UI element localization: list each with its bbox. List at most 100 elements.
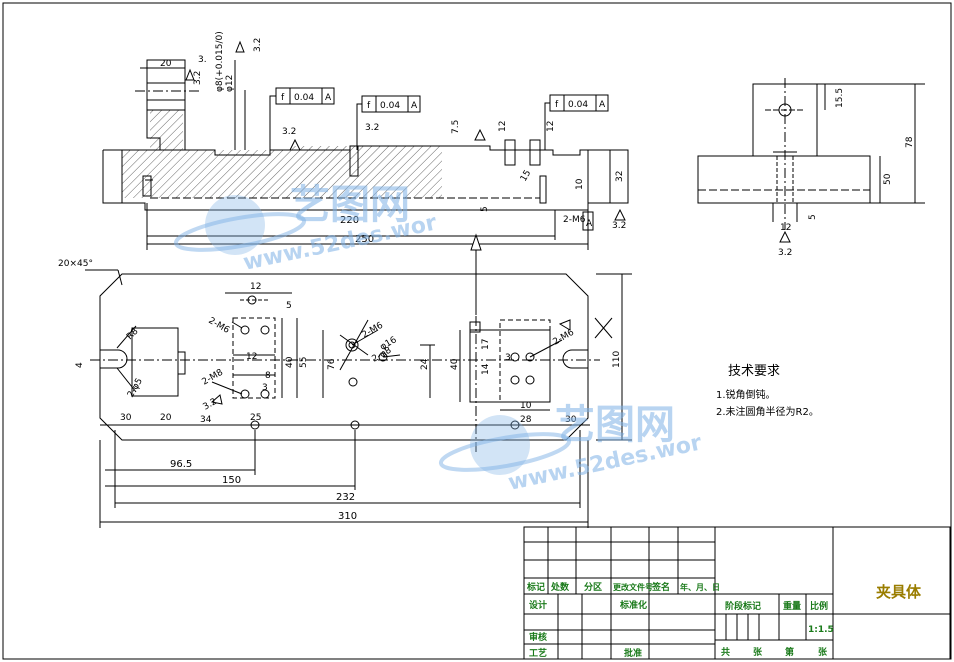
dim: 25	[250, 413, 261, 423]
dim: 12	[498, 121, 508, 132]
dim: 28	[520, 415, 532, 425]
front-view-dims: 20 3.2 3. φ8(+0.015/0) φ12 3.2 3.2 3.2 7…	[160, 31, 626, 245]
dim: 10	[520, 401, 532, 411]
dim: 5	[286, 301, 292, 311]
tol-sym: f	[555, 100, 559, 110]
drawing-name: 夹具体	[876, 583, 922, 601]
dim-310: 310	[338, 511, 357, 522]
tb-label: 分区	[584, 581, 602, 593]
tb-label: 签名	[651, 581, 670, 593]
dim: 3.2	[282, 127, 296, 137]
tb-scale: 1:1.5	[808, 625, 834, 635]
dim: 12	[780, 223, 791, 233]
dim: 30	[120, 413, 132, 423]
dim: 7.5	[451, 120, 461, 134]
dim: 20	[160, 59, 172, 69]
tb-scale-label: 比例	[810, 600, 828, 612]
tol-val: 0.04	[380, 101, 400, 111]
tb-weight: 重量	[783, 600, 801, 612]
dim: 12	[250, 282, 261, 292]
dim: 2-M6	[552, 328, 577, 348]
dim-232: 232	[336, 492, 355, 503]
tb-label: 处数	[550, 581, 570, 593]
dim-220: 220	[340, 215, 359, 226]
dim: 3.2	[202, 397, 219, 413]
dim: 78	[905, 136, 915, 148]
dim: 50	[883, 173, 893, 185]
tolerance-frame-2: f 0.04 A	[361, 95, 421, 113]
note-item: 1.锐角倒钝。	[716, 388, 776, 401]
dim: 32	[615, 171, 625, 182]
tol-sym: f	[281, 93, 285, 103]
tol-sym: f	[367, 101, 371, 111]
tb-design: 设计	[529, 599, 547, 611]
dim: 2-M6	[361, 321, 386, 341]
tb-sheet: 张	[753, 646, 763, 658]
tb-standardize: 标准化	[619, 599, 647, 611]
dim: 76	[327, 358, 337, 370]
dim: 8	[265, 371, 271, 381]
tb-review: 审核	[529, 631, 547, 643]
dim: 15.5	[835, 88, 845, 108]
dim: 15	[519, 169, 533, 184]
dim: 3.2	[193, 71, 203, 85]
dim: 3.	[198, 55, 207, 65]
dim: 4	[75, 362, 85, 368]
dim-96-5: 96.5	[170, 459, 192, 470]
dim-150: 150	[222, 475, 241, 486]
dim: φ8(+0.015/0)	[215, 31, 225, 92]
tol-datum: A	[411, 101, 418, 111]
notes-title: 技术要求	[728, 364, 780, 379]
dim: 2-M8	[201, 368, 226, 388]
dim: 3	[262, 383, 268, 393]
datum-label: A	[586, 219, 593, 229]
technical-notes: 技术要求 1.锐角倒钝。 2.未注圆角半径为R2。	[716, 364, 819, 418]
dim: 3.2	[365, 123, 379, 133]
tb-label: 年、月、日	[680, 582, 720, 592]
dim: R8	[125, 326, 141, 342]
tol-val: 0.04	[568, 100, 588, 110]
dim: 3.2	[612, 221, 626, 231]
dim: 5	[480, 206, 490, 212]
dim: 12	[546, 121, 556, 132]
dim: 3	[505, 353, 511, 363]
tb-label: 更改文件号	[613, 582, 653, 592]
tolerance-frame-1: f 0.04 A	[275, 87, 335, 105]
title-block-text: 标记 处数 分区 更改文件号 签名 年、月、日 设计 标准化 阶段标记 重量 比…	[526, 581, 922, 659]
dim: 10	[575, 178, 585, 190]
dim: 34	[200, 415, 212, 425]
tb-no: 第	[785, 646, 794, 658]
tb-total: 共	[721, 646, 730, 658]
dim: 2-M6	[207, 316, 232, 336]
dim: 55	[299, 357, 309, 368]
front-view	[102, 59, 629, 315]
tol-datum: A	[599, 100, 606, 110]
dim: 3.2	[778, 248, 792, 258]
watermark-brand: 艺图网	[555, 402, 675, 448]
tb-label: 标记	[526, 581, 545, 593]
tol-val: 0.04	[294, 93, 314, 103]
side-view-dims: 15.5 78 50 12 5 3.2	[778, 88, 915, 258]
dim: 14	[481, 363, 491, 375]
tb-process: 工艺	[529, 647, 547, 659]
title-block	[523, 526, 951, 660]
tb-approve: 批准	[624, 647, 642, 659]
side-view	[697, 78, 925, 243]
dim: φ12	[225, 75, 235, 92]
dim: 110	[612, 351, 622, 368]
dim: 30	[565, 415, 577, 425]
dim: 24	[420, 358, 430, 370]
dim: 2-M6	[563, 215, 586, 225]
chamfer-note: 20×45°	[58, 259, 93, 269]
tb-stage: 阶段标记	[725, 600, 761, 612]
dim-250: 250	[355, 234, 374, 245]
tb-sheet2: 张	[818, 646, 828, 658]
dim: 20	[160, 413, 172, 423]
dim: 5	[808, 214, 818, 220]
tol-datum: A	[325, 93, 332, 103]
dim: 40	[450, 358, 460, 370]
watermark-2: 艺图网 www.52des.wor	[438, 402, 704, 496]
watermark-brand: 艺图网	[290, 182, 410, 228]
